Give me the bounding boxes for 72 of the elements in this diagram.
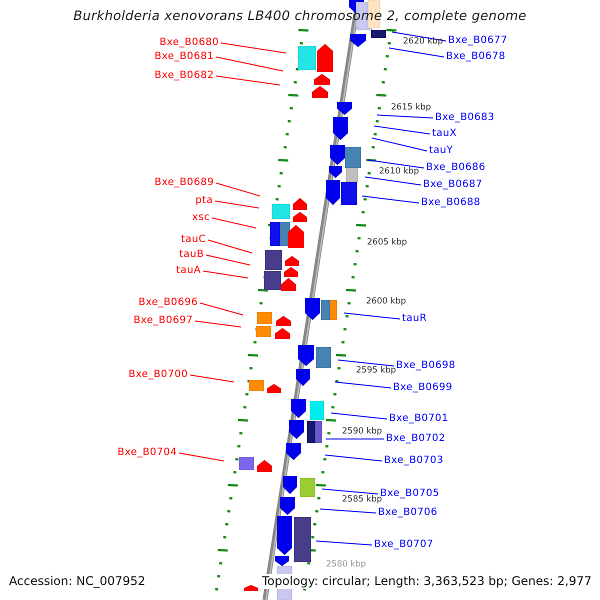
info-text: Topology: circular; Length: 3,363,523 bp; Genes: 2,977 <box>262 574 592 589</box>
gene-label: tauY <box>429 145 454 157</box>
leader-line <box>338 360 394 366</box>
scale-label: 2595 kbp <box>356 366 396 376</box>
title: Burkholderia xenovorans LB400 chromosome 2, complete genome <box>72 9 528 24</box>
gene-label: Bxe_B0702 <box>386 433 446 445</box>
gene-label: Bxe_B0701 <box>389 413 449 425</box>
gene-label: pta <box>195 195 213 207</box>
leader-line <box>372 138 428 152</box>
leader-line <box>364 176 422 186</box>
gene-label: Bxe_B0707 <box>374 539 434 551</box>
leader-line <box>330 412 388 420</box>
leader-line <box>200 302 244 316</box>
leader-line <box>178 452 224 462</box>
leader-line <box>216 76 280 86</box>
gene-label: tauC <box>181 234 206 246</box>
leader-line <box>322 488 378 494</box>
gene-label: Bxe_B0699 <box>393 382 453 394</box>
leader-line <box>194 320 242 328</box>
leader-line <box>206 254 250 266</box>
gene-label: Bxe_B0705 <box>380 488 440 500</box>
gene-label: tauX <box>432 128 457 140</box>
leader-line <box>214 200 260 208</box>
scale-label: 2605 kbp <box>367 238 408 248</box>
gene-label: Bxe_B0704 <box>117 447 177 459</box>
gene-label: xsc <box>192 212 210 224</box>
scale-label: 2585 kbp <box>342 496 382 504</box>
gene-label: Bxe_B0706 <box>378 507 438 519</box>
leader-line <box>220 42 286 54</box>
gene-label: Bxe_B0680 <box>159 37 219 49</box>
gene-label: Bxe_B0687 <box>423 179 483 191</box>
leader-line <box>392 32 446 42</box>
gene-label: tauB <box>179 249 204 261</box>
gene-label: Bxe_B0703 <box>384 455 444 467</box>
leader-line <box>190 374 234 382</box>
leader-line <box>334 382 392 388</box>
leader-line <box>362 196 420 204</box>
gene-label: Bxe_B0686 <box>426 162 486 174</box>
gene-label: Bxe_B0689 <box>154 177 214 189</box>
leader-line <box>388 48 444 58</box>
gene-label: Bxe_B0700 <box>128 369 188 381</box>
leader-line <box>376 114 434 118</box>
gene-label: Bxe_B0681 <box>154 51 214 63</box>
leader-line <box>324 454 382 462</box>
gene-label: Bxe_B0697 <box>133 315 193 327</box>
scale-label: 2610 kbp <box>379 168 420 176</box>
scale-label: 2615 kbp <box>391 104 432 112</box>
gene-label: Bxe_B0677 <box>448 35 508 47</box>
scale-label: 2590 kbp <box>342 428 382 436</box>
leader-line <box>368 160 424 168</box>
leader-line <box>216 182 260 196</box>
scale-label: 2620 kbp <box>403 38 444 46</box>
scale-label: 2580 kbp <box>326 560 366 570</box>
leader-line <box>212 218 256 228</box>
gene-label: Bxe_B0696 <box>138 297 198 309</box>
leader-line <box>326 438 384 440</box>
leader-line <box>374 126 430 134</box>
gene-label: Bxe_B0698 <box>396 360 456 372</box>
leader-line <box>344 312 400 320</box>
scale-label: 2600 kbp <box>366 298 406 306</box>
gene-label: Bxe_B0682 <box>154 70 214 82</box>
leader-line <box>320 508 376 514</box>
leader-line <box>208 240 252 254</box>
leader-line <box>316 540 372 546</box>
info-text: Accession: NC_007952 <box>9 574 146 589</box>
leader-line <box>202 270 248 278</box>
gene-label: Bxe_B0678 <box>446 51 506 63</box>
gene-label: Bxe_B0683 <box>435 112 495 124</box>
gene-label: Bxe_B0688 <box>421 197 481 209</box>
gene-label: tauR <box>402 313 427 325</box>
leader-line <box>216 56 284 72</box>
gene-label: tauA <box>176 265 201 277</box>
